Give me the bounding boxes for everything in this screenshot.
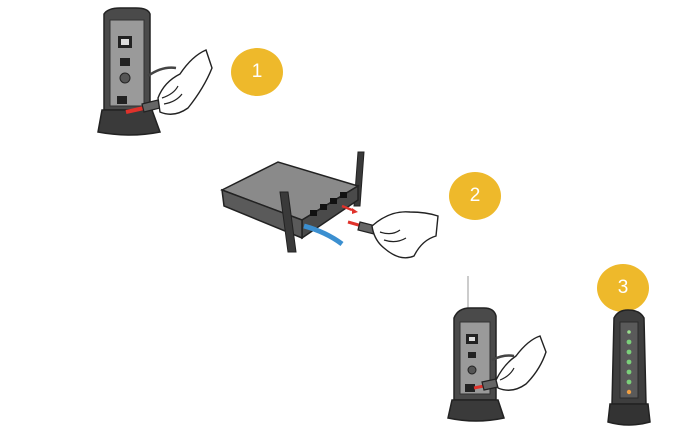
router-icon [220,151,365,253]
step-badge-3: 3 [597,264,649,312]
modem-front-lights-icon [607,309,651,426]
step-badge-1: 1 [231,48,283,96]
modem-reconnect-icon [447,276,547,422]
hand-pulling-plug-icon [125,49,213,115]
step-badge-2: 2 [449,172,501,220]
hand-pulling-router-plug-icon [347,211,439,259]
modem-back-icon [97,7,162,136]
